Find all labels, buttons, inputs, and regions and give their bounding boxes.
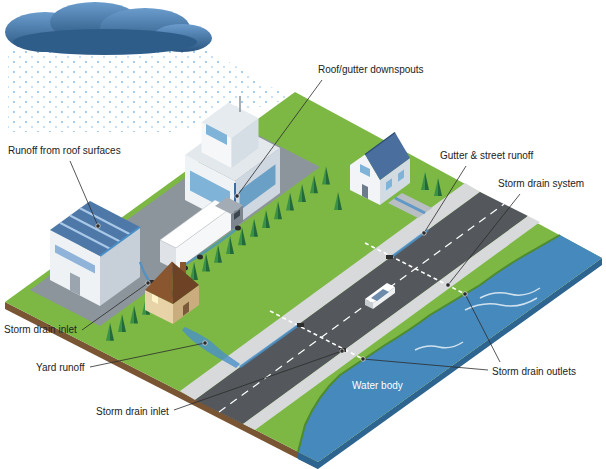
window [360,164,370,177]
tree [274,201,282,219]
lane-marking [219,204,504,412]
wave [480,288,540,298]
callout-label: Storm drain inlet [96,406,169,418]
sidewalk [243,216,540,430]
roof-ridge [365,133,395,155]
yard-runoff-flow [182,327,240,368]
tree [286,193,294,211]
tree [322,167,330,185]
leader-line [448,194,520,285]
tree [226,236,234,254]
leader-line [90,343,205,367]
window [152,294,158,304]
door [70,272,80,295]
tree [334,192,342,210]
building-roof [50,201,140,256]
tree [106,323,114,341]
tree [118,314,126,332]
window-band [55,245,95,274]
callout-label: Roof/gutter downspouts [318,64,424,76]
wheel [235,226,241,231]
cloud-part [13,29,197,55]
house [350,133,410,206]
house-roof [145,262,173,305]
house [145,262,199,325]
leader-dot [235,194,239,198]
window-band [206,124,227,145]
tree [434,178,442,196]
driveway [388,193,432,218]
paved-lot [30,131,320,326]
leader-dot [203,341,207,345]
leader-dot [96,224,100,228]
tree [421,172,429,190]
gutter-flow [390,230,428,258]
runoff-flow [395,198,425,213]
window [398,169,404,181]
leader-line [82,283,148,330]
house-roof [172,262,199,305]
tree [298,184,306,202]
leader-line [465,294,500,362]
callout-label: Storm drain inlet [4,324,77,336]
street [195,192,528,424]
truck [160,197,243,270]
leader-dot [146,281,150,285]
roof-ridge [60,223,110,249]
inlet-grate [386,255,393,259]
leader-line [363,359,488,370]
storm-pipe [365,243,465,294]
leader-dot [361,357,365,361]
leader-lines [70,80,520,410]
tree [190,262,198,280]
callout-label: Yard runoff [36,362,85,374]
callout-label: Storm drain system [498,178,584,190]
rain-cloud [5,2,212,55]
door [183,302,189,316]
wave [465,298,537,310]
cab-window [234,210,240,220]
leader-line [237,80,322,196]
leader-line [424,166,466,233]
roof-ridge [80,208,130,234]
callout-label: Gutter & street runoff [440,150,533,162]
industrial-building [50,201,149,306]
roof-runoff [100,227,140,256]
antenna [239,96,241,112]
wave [415,342,463,350]
tree [214,245,222,263]
leader-dot [463,292,467,296]
leader-line [70,161,98,226]
leader-dots [96,194,467,361]
callout-label: Runoff from roof surfaces [8,145,121,157]
window [386,178,392,190]
tree [130,305,138,323]
car [365,283,395,309]
tree [262,210,270,228]
inlet-grate [297,323,304,327]
grass [5,92,602,462]
car-top [365,283,395,303]
gutter-flow [240,324,300,367]
leader-dot [340,349,344,353]
wheel [197,255,203,260]
door [362,184,368,199]
tree [202,253,210,271]
callout-label: Storm drain outlets [492,366,576,378]
tree [310,175,318,193]
runoff-flow [140,262,149,281]
car-window [371,289,389,301]
window-band [240,164,276,210]
leader-dot [446,283,450,287]
leader-dot [422,231,426,235]
water-label: Water body [352,380,403,392]
tree [250,219,258,237]
leader-line [174,351,342,410]
office-building [185,96,280,228]
